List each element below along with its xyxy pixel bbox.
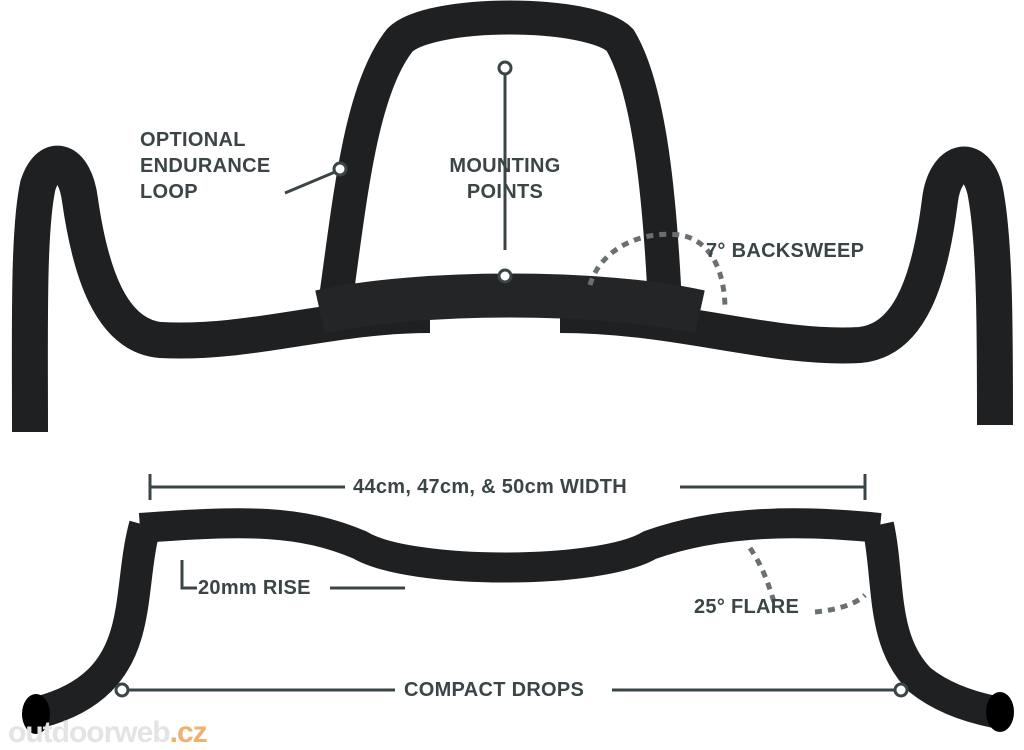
label-line: POINTS: [466, 181, 544, 203]
endurance-loop-label: OPTIONAL ENDURANCE LOOP: [140, 127, 270, 205]
mounting-points-label: MOUNTING POINTS: [438, 153, 572, 205]
drops-label: COMPACT DROPS: [404, 679, 585, 701]
label-line: LOOP: [140, 181, 198, 203]
left-drop: [11, 145, 431, 433]
front-left-drop: [35, 520, 161, 728]
endurance-loop: [318, 0, 682, 308]
rise-bracket: [180, 560, 197, 590]
label-line: MOUNTING: [449, 155, 561, 177]
top-annotations: [284, 60, 728, 311]
handlebar-top-view: [11, 0, 1013, 433]
rise-label: 20mm RISE: [198, 577, 311, 599]
label-line: OPTIONAL: [140, 129, 246, 151]
backsweep-label: 7° BACKSWEEP: [706, 240, 865, 262]
width-label: 44cm, 47cm, & 50cm WIDTH: [353, 476, 627, 498]
front-right-drop: [862, 521, 999, 728]
flare-arc: [747, 546, 867, 615]
label-line: ENDURANCE: [140, 155, 271, 177]
flare-label: 25° FLARE: [694, 596, 800, 618]
right-drop: [559, 146, 1013, 426]
right-bar-end: [986, 692, 1014, 732]
watermark-logo: outdoorweb.cz: [8, 716, 208, 750]
watermark-tld: .cz: [169, 716, 208, 749]
watermark-name: outdoorweb: [8, 716, 171, 749]
mounting-point-top: [497, 60, 513, 76]
backsweep-arc: [587, 231, 728, 311]
mounting-point-bottom: [497, 268, 513, 284]
left-bar-end: [22, 694, 50, 734]
endurance-loop-point: [332, 161, 348, 177]
center-clamp: [315, 273, 705, 334]
bottom-annotations: [114, 474, 909, 698]
endurance-loop-leader: [284, 170, 336, 195]
handlebar-front-view: [22, 508, 1014, 734]
front-bar: [138, 508, 882, 583]
